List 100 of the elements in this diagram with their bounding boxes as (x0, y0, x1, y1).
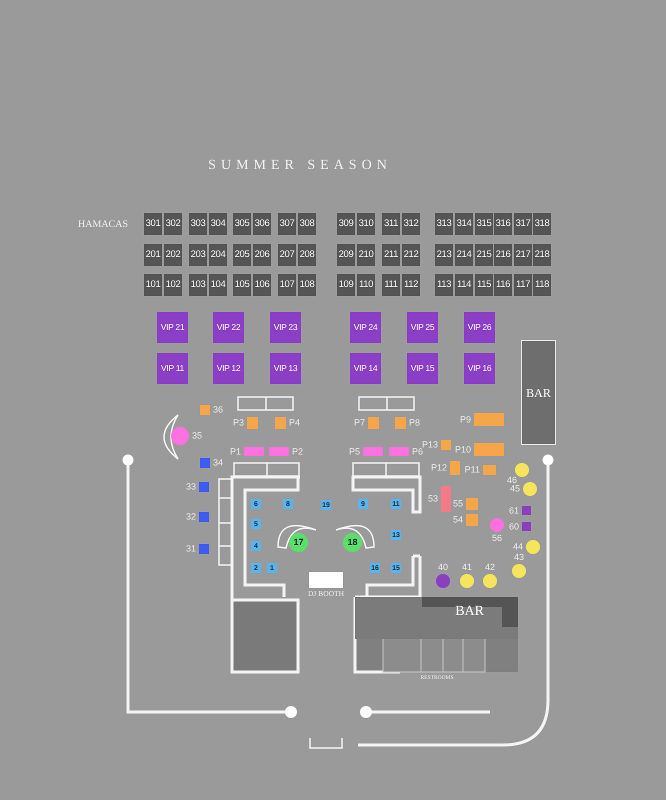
hammock-spot (402, 274, 420, 296)
spot-number: 103 (190, 280, 206, 290)
spot-number: 204 (210, 250, 226, 260)
hammock-spot (278, 213, 296, 235)
table (483, 465, 496, 475)
table (363, 447, 383, 456)
table-number: P6 (412, 447, 424, 456)
area-label: VIP 21 (160, 323, 184, 332)
hammock-spot (435, 244, 453, 266)
hammock-spot (144, 244, 162, 266)
area-label: VIP 23 (274, 323, 298, 332)
spot-number: 305 (234, 219, 250, 229)
spot-number: 202 (166, 250, 180, 260)
spot-number: 116 (496, 280, 510, 290)
hammock-spot (209, 213, 227, 235)
spot-number: 309 (338, 219, 354, 229)
vip-table (407, 353, 438, 384)
round-table (483, 574, 497, 588)
area-label: VIP 15 (410, 364, 434, 373)
hammock-spot (455, 244, 473, 266)
table (283, 499, 293, 509)
spot-number: 217 (516, 250, 530, 260)
hammock-spot (337, 213, 355, 235)
spot-number: 303 (190, 219, 206, 229)
round-table (515, 463, 529, 477)
area-label: VIP 24 (354, 323, 378, 332)
hammock-spot (164, 213, 182, 235)
hammock-spot (475, 244, 493, 266)
area-label: VIP 14 (354, 364, 378, 373)
table-number: P1 (230, 447, 241, 456)
spot-number: 304 (210, 219, 226, 229)
table (244, 447, 264, 456)
spot-number: 111 (384, 280, 398, 290)
hammock-spot (455, 213, 473, 235)
spot-number: 101 (146, 280, 160, 290)
hammock-spot (494, 213, 512, 235)
hammock-spot (298, 244, 316, 266)
table-number: P8 (409, 418, 420, 428)
table (275, 417, 286, 429)
spot-number: 215 (476, 250, 492, 260)
spot-number: 109 (338, 280, 354, 290)
section-label: HAMACAS (78, 220, 128, 230)
hammock-spot (533, 244, 551, 266)
hammock-spot (455, 274, 473, 296)
hammock-spot (382, 213, 400, 235)
spot-number: 213 (436, 250, 452, 260)
spot-number: 312 (404, 219, 418, 229)
table-number: 40 (438, 563, 448, 572)
hammock-spot (337, 274, 355, 296)
hammock-spot (189, 274, 207, 296)
round-table (436, 574, 450, 588)
spot-number: 112 (404, 280, 418, 290)
area-label: VIP 11 (161, 364, 184, 373)
table-number: 33 (186, 482, 196, 492)
table (368, 417, 379, 429)
hammock-spot (357, 244, 375, 266)
area-label: VIP 13 (274, 364, 298, 373)
spot-number: 307 (280, 219, 294, 229)
table-number: 43 (514, 553, 524, 562)
spot-number: 211 (384, 250, 398, 260)
area-label: VIP 26 (468, 323, 492, 332)
spot-number: 115 (477, 280, 491, 290)
hammock-spot (514, 244, 532, 266)
table (251, 563, 261, 573)
hammock-spot (209, 274, 227, 296)
round-table (523, 482, 537, 496)
table-number: 42 (485, 563, 495, 572)
spot-number: 17 (293, 538, 304, 547)
bar-counter (355, 597, 518, 639)
table (247, 417, 258, 429)
table-number: 55 (452, 500, 463, 508)
spot-number: 207 (280, 250, 294, 260)
spot-number: 209 (338, 250, 354, 260)
spot-number: 216 (496, 250, 510, 260)
vip-table (350, 312, 381, 343)
hammock-spot (253, 244, 271, 266)
hammock-spot (435, 213, 453, 235)
vip-table (270, 353, 301, 384)
hammock-spot (144, 213, 162, 235)
hammock-spot (514, 213, 532, 235)
area-label: VIP 16 (468, 364, 492, 373)
round-table (343, 533, 362, 552)
table-number: 41 (462, 563, 472, 572)
hammock-spot (382, 274, 400, 296)
vip-table (213, 312, 244, 343)
table-number: P3 (232, 418, 244, 428)
table-number: P7 (354, 418, 365, 428)
table-number: 31 (186, 544, 196, 554)
table (200, 458, 210, 468)
spot-number: 214 (456, 250, 472, 260)
table (466, 514, 478, 526)
spot-number: 18 (347, 538, 358, 547)
spot-number: 315 (476, 219, 492, 229)
table-number: 53 (428, 494, 438, 504)
table (199, 482, 209, 492)
spot-number: 210 (358, 250, 374, 260)
hammock-spot (357, 213, 375, 235)
table (441, 440, 451, 450)
hammock-spot (278, 244, 296, 266)
table (450, 461, 460, 475)
